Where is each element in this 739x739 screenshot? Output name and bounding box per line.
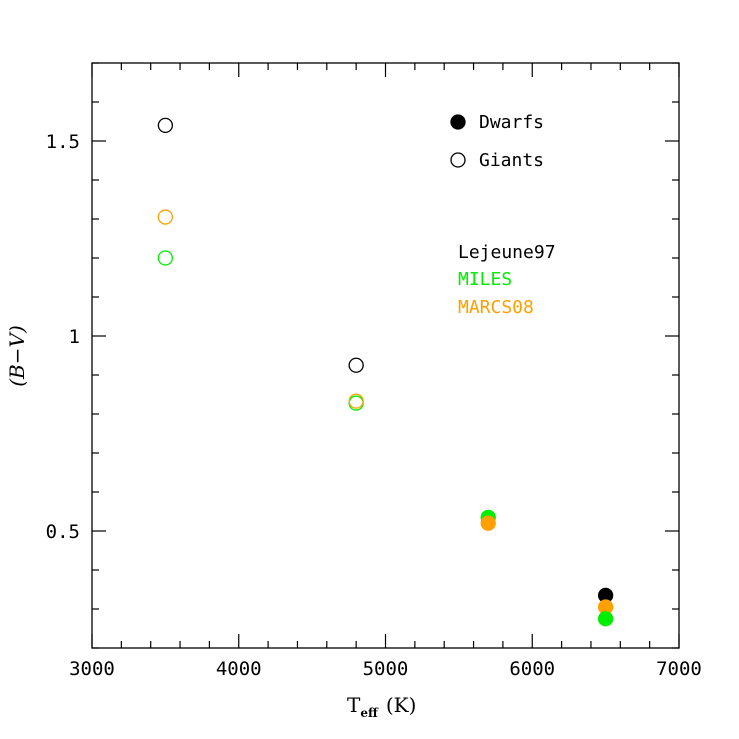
plot-frame	[91, 62, 680, 649]
y-tick-label: 0.5	[46, 521, 80, 543]
legend-giants-marker	[450, 152, 466, 168]
legend-giants-label: Giants	[479, 150, 544, 171]
x-tick-label: 3000	[69, 658, 115, 680]
x-axis-title-main: T	[347, 693, 361, 717]
point-lejeune97-giants	[157, 117, 174, 134]
legend-libraries: Lejeune97 MILES MARCS08	[458, 242, 556, 318]
legend-dwarfs-label: Dwarfs	[479, 112, 544, 133]
point-marcs08-dwarfs	[480, 515, 496, 531]
y-tick-label: 1	[69, 326, 80, 348]
legend-dwarfs-marker	[450, 114, 466, 130]
x-axis-title-sub: eff	[360, 706, 379, 720]
x-axis-title-unit: (K)	[386, 693, 417, 717]
x-tick-label: 5000	[363, 658, 409, 680]
point-miles-dwarfs	[597, 611, 614, 627]
point-marcs08-giants	[348, 393, 364, 409]
x-tick-label: 7000	[656, 658, 702, 680]
legend-lejeune97-label: Lejeune97	[458, 242, 556, 263]
point-lejeune97-giants	[348, 357, 364, 373]
axis-ticks	[91, 62, 680, 649]
data-points	[157, 117, 614, 627]
legend-marcs08-label: MARCS08	[458, 297, 534, 318]
x-axis-title: Teff (K)	[347, 693, 416, 720]
point-miles-giants	[157, 250, 174, 266]
y-tick-label: 1.5	[46, 131, 80, 153]
legend-miles-label: MILES	[458, 269, 512, 290]
x-tick-label: 6000	[509, 658, 555, 680]
point-marcs08-giants	[157, 209, 174, 225]
y-axis-title: (B−V)	[5, 325, 29, 387]
legend-markers: Dwarfs Giants	[450, 112, 544, 171]
tick-labels: 3000 4000 5000 6000 7000 0.5 1 1.5	[46, 131, 702, 680]
x-tick-label: 4000	[216, 658, 262, 680]
